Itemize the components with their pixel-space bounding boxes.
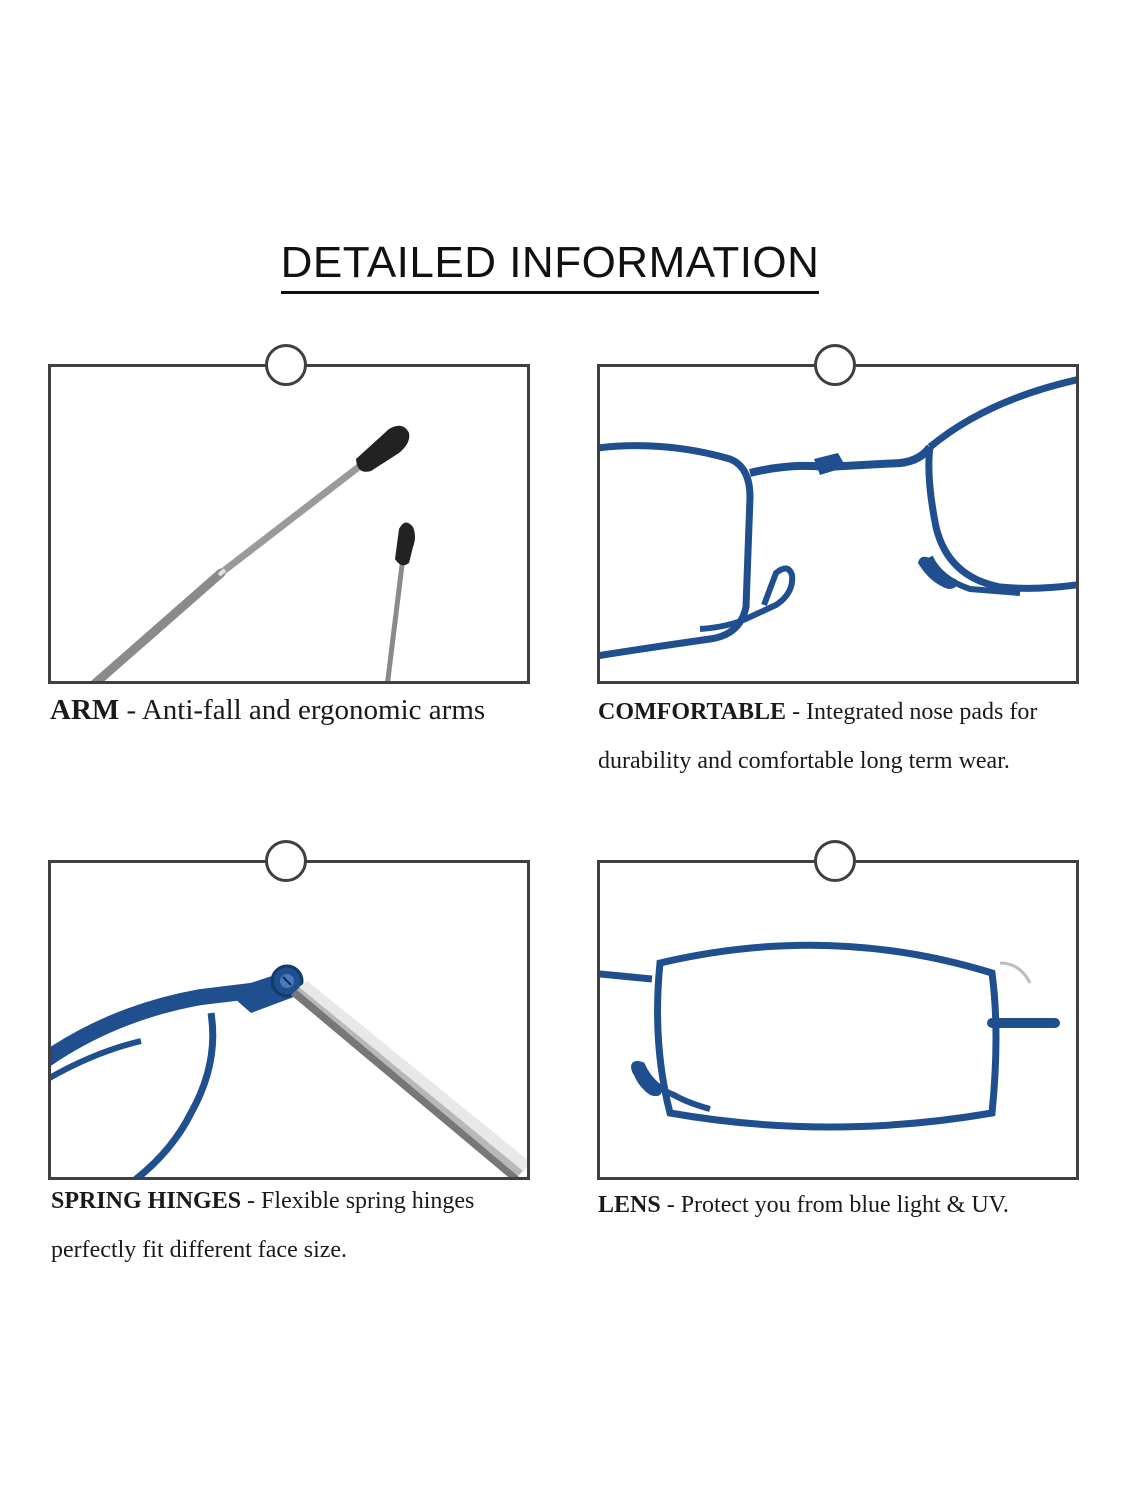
panel-knob: [814, 344, 856, 386]
page-title: DETAILED INFORMATION: [0, 238, 1100, 294]
arm-text: Anti-fall and ergonomic arms: [141, 694, 486, 726]
comfortable-text: Integrated nose pads for durability and …: [598, 699, 1038, 774]
page-title-text: DETAILED INFORMATION: [280, 238, 820, 294]
nose-pad-photo: [600, 376, 1076, 659]
arm-caption: ARM - Anti-fall and ergonomic arms: [50, 686, 550, 735]
comfortable-label: COMFORTABLE: [598, 699, 787, 725]
lens-text: Protect you from blue light & UV.: [680, 1192, 1009, 1218]
panel-knob: [265, 840, 307, 882]
arm-panel: [48, 344, 530, 684]
caption-separator: -: [660, 1192, 681, 1218]
spring-hinges-text: Flexible spring hinges perfectly fit dif…: [51, 1188, 475, 1263]
panel-knob: [265, 344, 307, 386]
arm-label: ARM: [50, 694, 120, 726]
hinge-photo: [51, 964, 527, 1177]
caption-separator: -: [786, 699, 807, 725]
spring-hinges-panel: [48, 840, 530, 1180]
comfortable-caption: COMFORTABLE - Integrated nose pads for d…: [598, 688, 1098, 786]
spring-hinges-label: SPRING HINGES: [51, 1188, 242, 1214]
caption-separator: -: [241, 1188, 262, 1214]
panel-knob: [814, 840, 856, 882]
arm-photo: [91, 425, 415, 681]
caption-separator: -: [119, 694, 142, 726]
comfortable-panel: [597, 344, 1079, 684]
lens-panel: [597, 840, 1079, 1180]
spring-hinges-caption: SPRING HINGES - Flexible spring hinges p…: [51, 1177, 551, 1275]
lens-caption: LENS - Protect you from blue light & UV.: [598, 1181, 1098, 1230]
lens-photo: [600, 941, 1060, 1131]
lens-label: LENS: [598, 1192, 661, 1218]
